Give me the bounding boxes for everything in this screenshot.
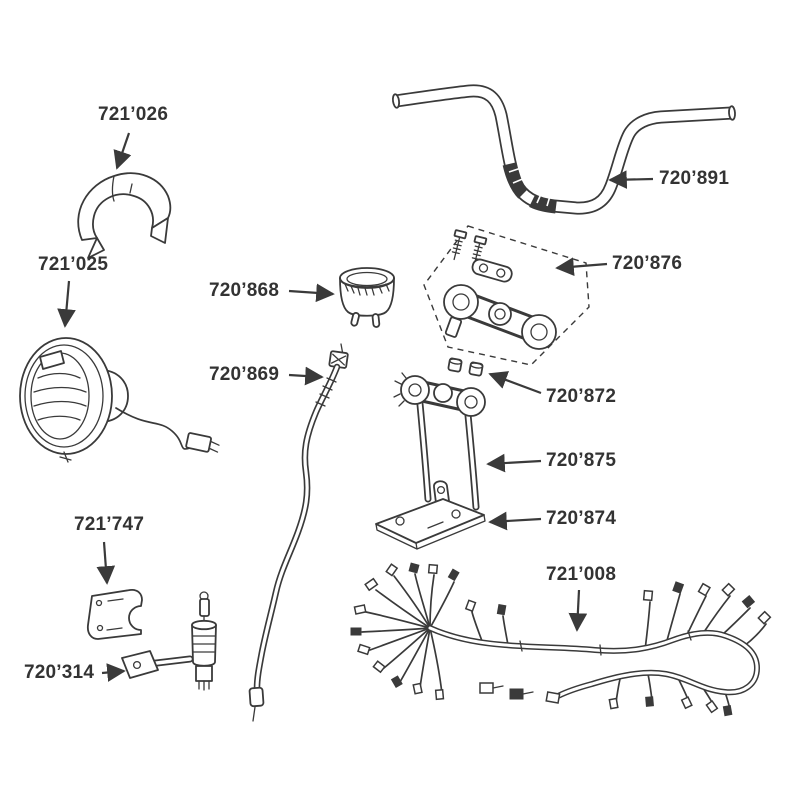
part-label-mounting-plate: 720’874 bbox=[546, 508, 617, 529]
part-label-ignition-switch: 720’314 bbox=[24, 662, 95, 683]
handlebar-drawing bbox=[391, 84, 736, 215]
headlight-cover-drawing bbox=[77, 172, 172, 259]
wiring-harness-drawing bbox=[350, 562, 772, 717]
triple-clamp-assembly-drawing bbox=[423, 225, 590, 366]
part-label-fork-bracket: 720’875 bbox=[546, 450, 617, 471]
part-label-triple-clamp: 720’876 bbox=[612, 253, 683, 274]
mounting-plate-drawing bbox=[375, 480, 486, 550]
part-label-speedometer: 720’868 bbox=[209, 280, 280, 301]
part-label-headlight-cover: 721’026 bbox=[98, 104, 169, 125]
headlight-drawing bbox=[19, 337, 220, 463]
speedometer-cable-drawing bbox=[248, 343, 349, 722]
part-label-bushings: 720’872 bbox=[546, 386, 617, 407]
part-label-wiring-harness: 721’008 bbox=[546, 564, 617, 585]
part-label-speedo-cable: 720’869 bbox=[209, 364, 280, 385]
bracket-plate-drawing bbox=[86, 588, 143, 640]
bushings-drawing bbox=[447, 357, 484, 377]
ignition-switch-drawing bbox=[121, 591, 217, 691]
part-label-headlight: 721’025 bbox=[38, 254, 109, 275]
fork-bracket-drawing bbox=[393, 372, 486, 511]
speedometer-drawing bbox=[339, 267, 395, 328]
part-label-bracket-plate: 721’747 bbox=[74, 514, 145, 535]
leader-arrows bbox=[57, 132, 654, 682]
part-label-handlebar: 720’891 bbox=[659, 168, 730, 189]
